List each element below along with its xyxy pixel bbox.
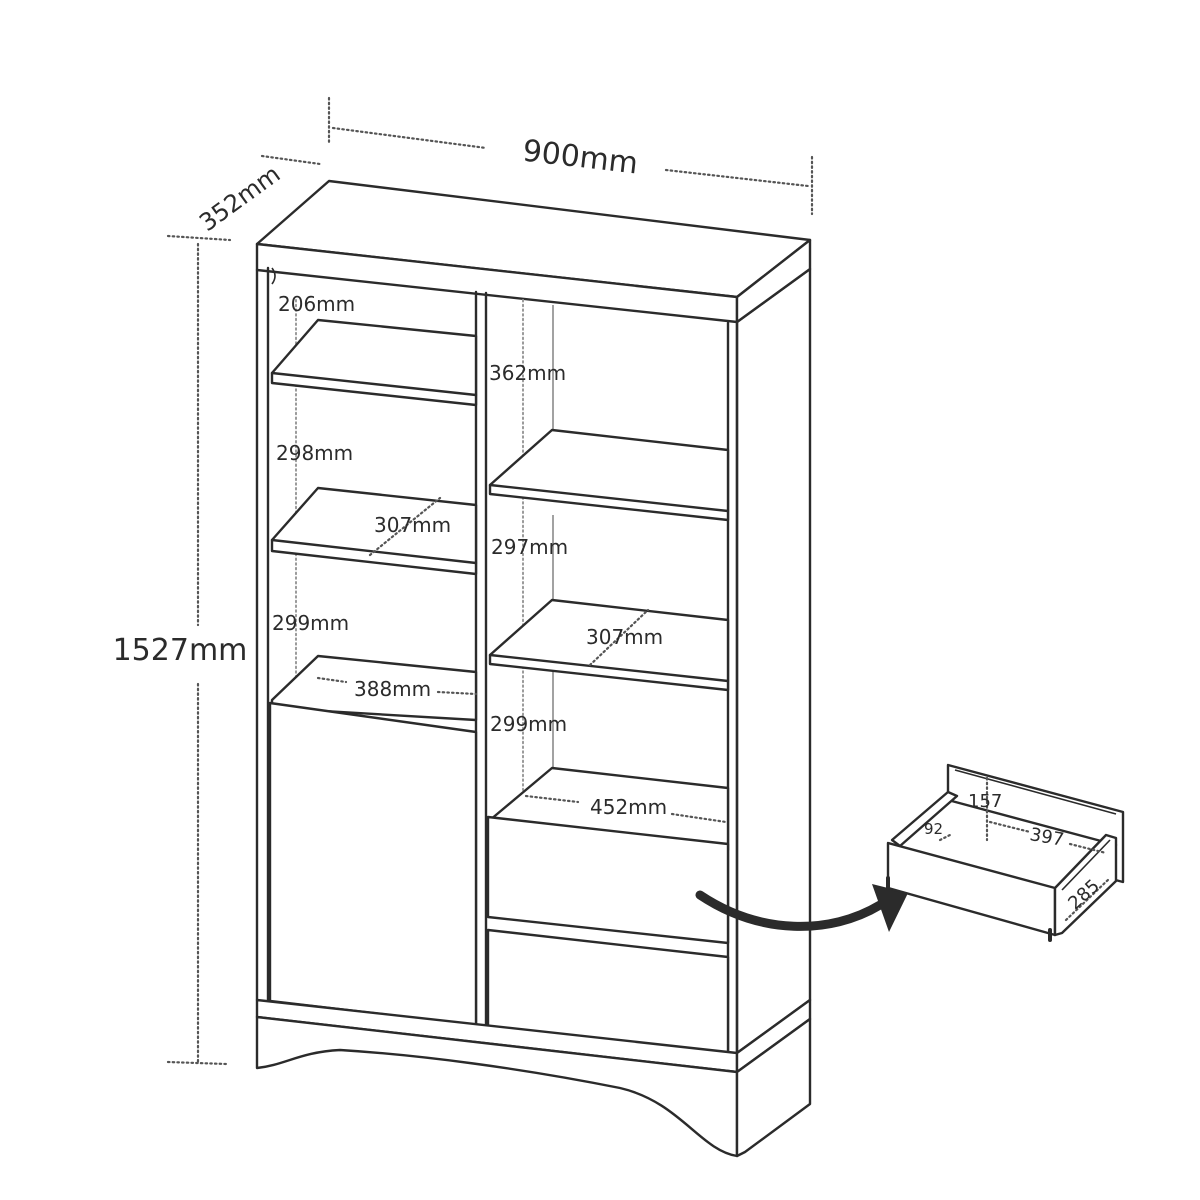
right-shelf-depth-label: 307mm — [586, 625, 663, 649]
depth-dimension-line — [166, 154, 322, 242]
right-gap-middle-label: 297mm — [491, 535, 568, 559]
depth-label: 352mm — [194, 160, 285, 237]
width-dimension-line — [327, 96, 814, 216]
right-shelf-2 — [488, 598, 730, 692]
drawer-upper — [486, 815, 730, 945]
right-gap-lower-label: 299mm — [490, 712, 567, 736]
height-label: 1527mm — [113, 633, 248, 668]
side-panel — [735, 267, 812, 1055]
drawer-right-side — [1053, 833, 1118, 937]
width-label: 900mm — [521, 134, 640, 182]
left-gap-middle-label: 298mm — [276, 441, 353, 465]
top-slab-side — [735, 238, 812, 324]
left-shelf-depth-label: 307mm — [374, 513, 451, 537]
right-shelf-1 — [488, 428, 730, 522]
right-base-width-label: 452mm — [590, 795, 667, 819]
drawer-height-label: 157 — [968, 791, 1002, 812]
left-gap-top-label: 206mm — [278, 292, 355, 316]
left-gap-lower-label: 299mm — [272, 611, 349, 635]
inner-dimension-lines — [316, 496, 728, 824]
plinth-front — [255, 1015, 739, 1158]
right-gap-top-label: 362mm — [489, 361, 566, 385]
left-shelf-width-label: 388mm — [354, 677, 431, 701]
left-shelf-1 — [270, 318, 478, 407]
plinth-side — [735, 1017, 812, 1158]
drawer-detail — [886, 763, 1125, 942]
left-door — [268, 701, 478, 1027]
height-dimension-line — [166, 242, 228, 1066]
cabinet — [255, 179, 812, 1158]
arrow-icon — [695, 884, 908, 932]
drawer-inner-height-label: 92 — [924, 820, 943, 838]
drawer-left-side — [890, 790, 959, 848]
